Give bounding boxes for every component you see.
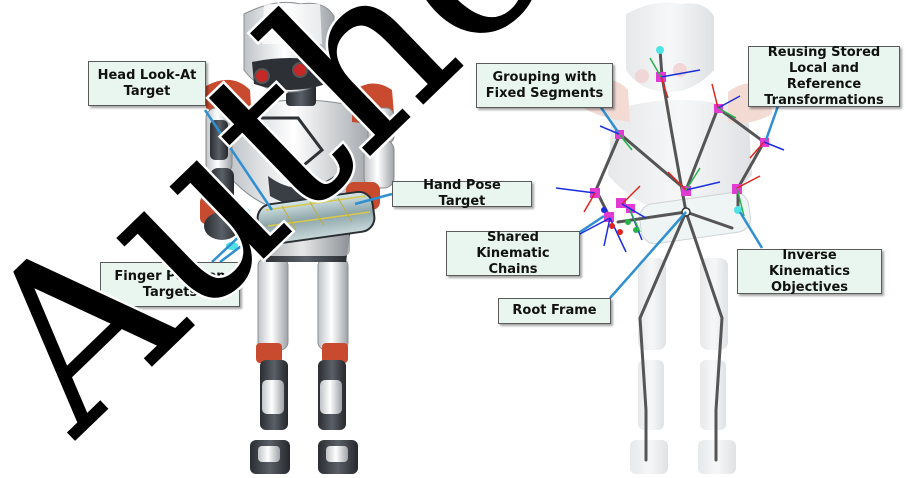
callout-inverse-kinematics-objectives: Inverse Kinematics Objectives [737,249,882,294]
callout-finger-position-targets: Finger Position Targets [100,262,240,307]
robot-left [200,2,394,474]
robot-left-legs [250,258,358,474]
robot-left-head [244,2,334,106]
callout-reusing-stored-transformations: Reusing Stored Local and Reference Trans… [748,46,900,107]
leader-shared-chains [580,216,604,232]
callout-shared-kinematic-chains: Shared Kinematic Chains [446,231,580,276]
callout-grouping-fixed-segments: Grouping with Fixed Segments [476,63,613,108]
callout-root-frame: Root Frame [498,298,611,324]
callout-head-look-at-target: Head Look-At Target [88,61,206,106]
callout-hand-pose-target: Hand Pose Target [392,181,532,207]
